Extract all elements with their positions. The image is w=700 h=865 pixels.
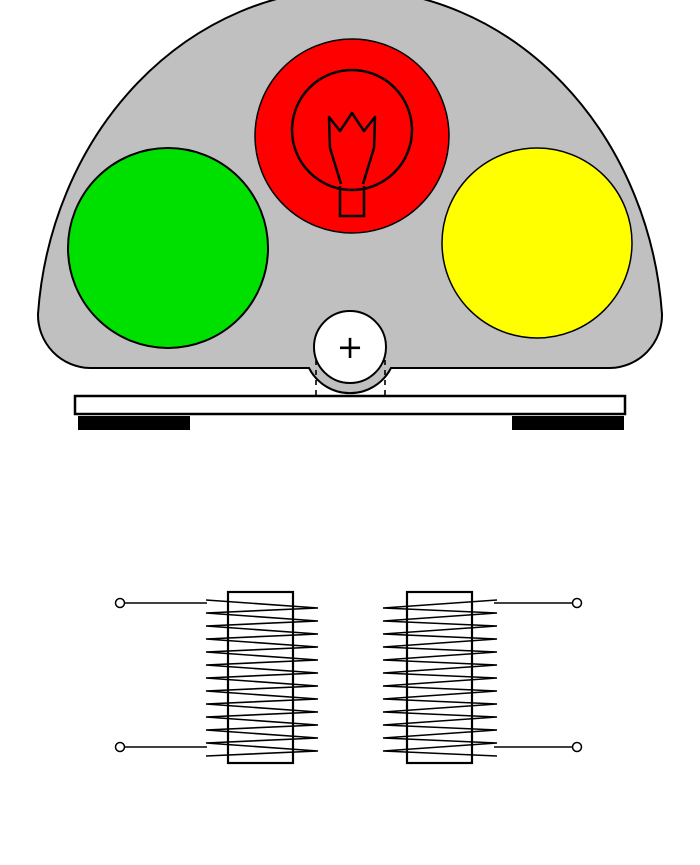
coil-right-bottom-terminal [571, 741, 583, 753]
rocker-beam [73, 394, 627, 416]
coil-left-bottom-terminal [114, 741, 126, 753]
bulb-base [338, 186, 366, 218]
coil-left-winding [205, 599, 319, 757]
red-lamp [254, 38, 450, 234]
contact-pad-left [78, 416, 190, 430]
green-lamp [67, 147, 269, 349]
yellow-lamp [441, 147, 633, 339]
coil-left [114, 590, 319, 765]
pivot-circle [313, 310, 387, 384]
coil-left-top-terminal [114, 597, 126, 609]
coil-right-winding [382, 599, 498, 757]
bulb-filament [327, 111, 377, 185]
coil-right [382, 590, 583, 765]
bulb-glass [290, 68, 414, 192]
coil-left-core [226, 590, 295, 765]
coil-right-core [405, 590, 474, 765]
contact-pad-right [512, 416, 624, 430]
light-bulb-icon [290, 68, 414, 218]
coil-right-top-terminal [571, 597, 583, 609]
pivot-plus-label: + [337, 328, 364, 366]
